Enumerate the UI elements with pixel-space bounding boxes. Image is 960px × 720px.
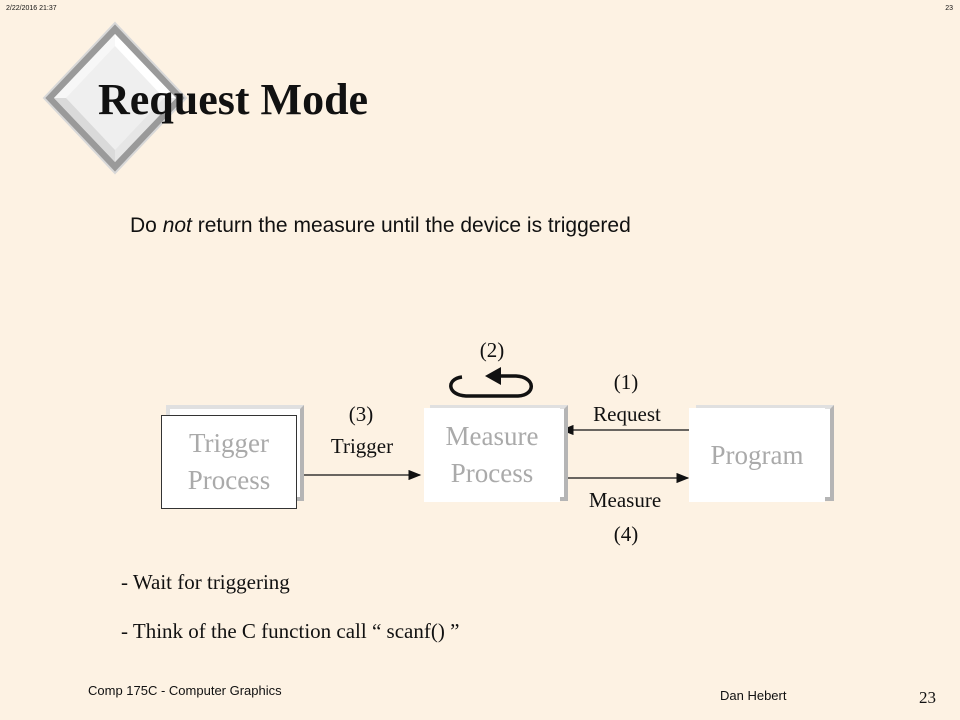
measure-label: Measure [588, 488, 662, 512]
self-loop-arrow [449, 374, 533, 398]
program-label: Program [710, 439, 804, 470]
trigger-label: Trigger [330, 434, 394, 458]
measure-process-label: Measure Process [445, 421, 539, 488]
note-wait: - Wait for triggering [121, 570, 290, 594]
step-1-label: (1) [613, 370, 639, 394]
page-title: Request Mode [98, 75, 369, 124]
footer-course: Comp 175C - Computer Graphics [88, 683, 282, 698]
trigger-process-label: Trigger Process [187, 428, 271, 495]
trigger-process-box: Trigger Process [161, 415, 297, 509]
subtitle-emphasis: not [162, 214, 192, 237]
subtitle-prefix: Do [130, 214, 163, 237]
program-box: Program [689, 408, 825, 502]
header-date: 2/22/2016 21:37 [6, 5, 57, 12]
subtitle: Do not return the measure until the devi… [130, 212, 631, 240]
measure-process-box: Measure Process [424, 408, 560, 502]
footer-author: Dan Hebert [720, 688, 787, 703]
step-4-label: (4) [613, 522, 639, 546]
diamond-bullet-icon [42, 21, 188, 175]
subtitle-suffix: return the measure until the device is t… [191, 214, 631, 237]
header-page-ref: 23 [945, 5, 953, 12]
footer-page-number: 23 [919, 688, 936, 707]
request-label: Request [593, 402, 661, 426]
step-2-label: (2) [479, 338, 505, 362]
step-3-label: (3) [348, 402, 374, 426]
note-scanf: - Think of the C function call “ scanf()… [121, 619, 460, 643]
